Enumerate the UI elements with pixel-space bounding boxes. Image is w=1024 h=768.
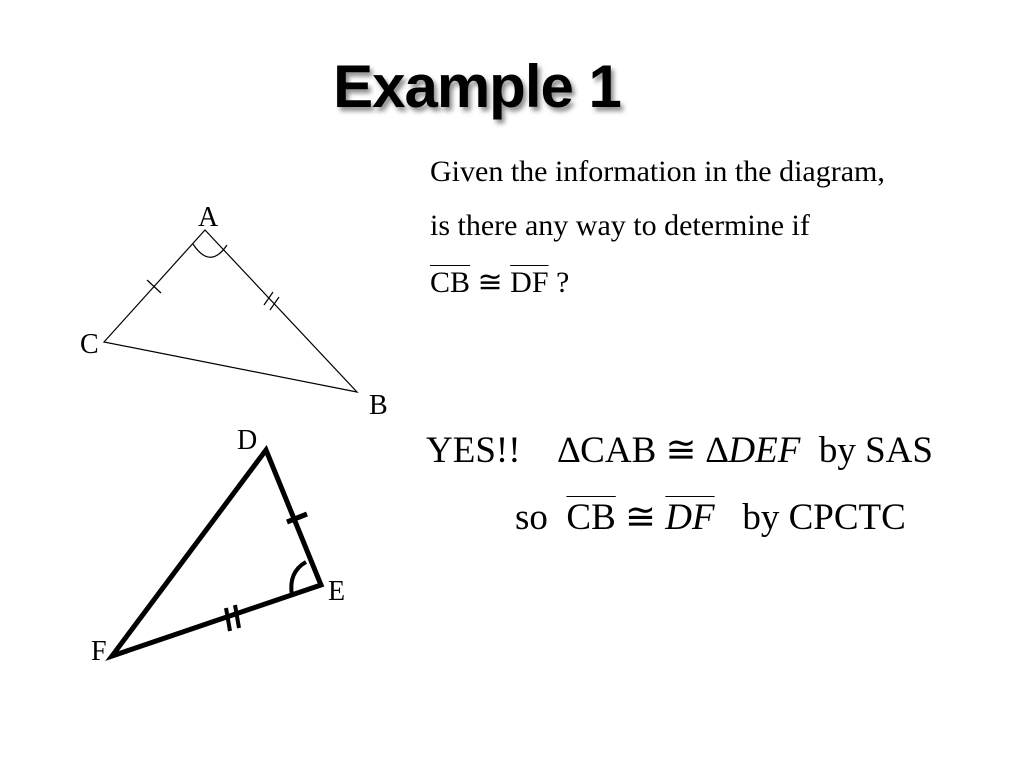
label-c: C (80, 329, 99, 360)
question-line-1: Given the information in the diagram, (430, 155, 885, 188)
triangle-abc: A C B (80, 202, 388, 421)
by-sas-text: by SAS (818, 430, 933, 471)
by-cpctc-text: by CPCTC (742, 497, 906, 538)
label-f: F (91, 636, 107, 667)
segment-df: DF (665, 497, 715, 538)
label-e: E (328, 576, 345, 607)
congruent-symbol: ≅ (625, 497, 657, 538)
yes-text: YES!! (426, 430, 521, 471)
delta-symbol: ∆ (705, 430, 729, 471)
triangle-def: D E F (91, 425, 345, 667)
question-line-2: is there any way to determine if (430, 209, 810, 242)
tick-de (286, 511, 308, 525)
label-a: A (198, 202, 219, 233)
tick-ab-1 (263, 291, 274, 306)
angle-e-arc (289, 560, 308, 597)
triangle-cab: ∆CAB (557, 430, 657, 471)
triangle-def-outline (105, 444, 325, 661)
question-line-3: CB ≅ DF ? (430, 268, 569, 298)
label-b: B (369, 390, 388, 421)
slide-title: Example 1 (333, 53, 622, 120)
tick-ab-2 (269, 296, 280, 311)
angle-a-arc (192, 243, 228, 258)
tick-ac (146, 279, 162, 294)
segment-df: DF (510, 266, 549, 299)
segment-cb: CB (430, 266, 471, 299)
answer-line-1: YES!! ∆CAB ≅ ∆DEF by SAS (426, 432, 933, 469)
answer-line-2: so CB ≅ DF by CPCTC (515, 499, 906, 536)
congruent-symbol: ≅ (665, 430, 697, 471)
question-mark: ? (556, 266, 570, 299)
label-d: D (237, 425, 257, 456)
tick-ef-2 (233, 604, 241, 629)
congruent-symbol: ≅ (477, 266, 503, 299)
triangle-abc-outline (102, 229, 359, 393)
tick-ef-1 (224, 607, 232, 632)
triangle-def: DEF (728, 430, 801, 471)
so-text: so (515, 497, 548, 538)
segment-cb: CB (566, 497, 616, 538)
